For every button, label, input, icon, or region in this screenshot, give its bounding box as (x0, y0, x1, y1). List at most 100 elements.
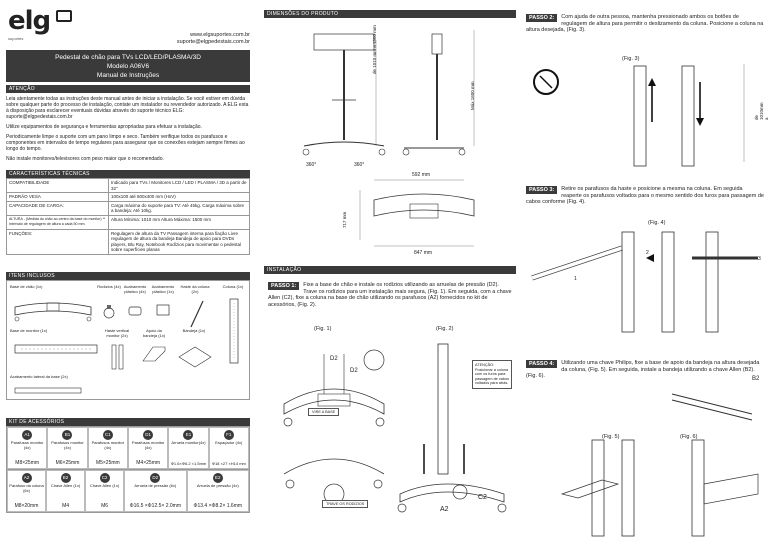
passo2-label: PASSO 2: (526, 14, 558, 22)
acc-size: M8×20mm (14, 503, 39, 509)
acc-size: M6 (101, 503, 109, 509)
item-coluna-label: Coluna (1x) (222, 284, 244, 289)
rotation-label-1: 360° (306, 162, 317, 168)
acc-name: Chave Allen (1x) (50, 483, 81, 488)
contact-info: www.elgsuportes.com.br suporte@elgpedest… (177, 32, 250, 46)
fig6-label: (Fig. 6) (680, 434, 698, 440)
passo1-label: PASSO 1: (268, 282, 300, 290)
spec-value: 100x100 até 600x400 mm (HxV) (108, 192, 250, 202)
acc-name: Arruela de pressão (6x) (134, 483, 177, 488)
passo3-text: Retire os parafusos da haste e posicione… (526, 186, 764, 206)
passo1-drawing (283, 343, 507, 513)
passo2-block: PASSO 2: Com ajuda de outra pessoa, mant… (526, 14, 764, 34)
atencao-p3: Periodicamente limpe o suporte com um pa… (6, 134, 245, 152)
instalacao-header: INSTALAÇÃO (264, 266, 516, 274)
acc-id: D1 (143, 430, 154, 440)
dimensoes-drawing (302, 30, 475, 247)
passo1-block: PASSO 1: Fixe a base de chão e instale o… (268, 282, 514, 308)
acc-size: Φ13.4 ×Φ8.2× 1.6mm (193, 503, 243, 509)
acc-size: Φ18 ×27 ×H14 mm (211, 461, 246, 466)
acc-size: Φ1.6×Φ6.2 ×1.5mm (170, 461, 207, 466)
spec-key: FUNÇÕES: (6, 228, 109, 255)
spec-key: ALTURA - (Medida do chão ao centro da ba… (6, 214, 109, 230)
email-link[interactable]: suporte@elgpedestais.com.br (176, 39, 250, 45)
acc-id: A1 (22, 430, 33, 440)
acc-name: Parafusos monitor (4x) (91, 440, 125, 450)
acab-lateral-drawing (14, 387, 82, 394)
acc-name: Parafuso da coluna (6x) (9, 483, 44, 493)
fig5-label: (Fig. 5) (602, 434, 620, 440)
title-line-1: Pedestal de chão para TVs LCD/LED/PLASMA… (55, 54, 201, 61)
item-base-chao-label: Base de chão (1x) (10, 284, 43, 289)
rodizio-drawing (103, 305, 115, 319)
acc-id: B2 (60, 473, 71, 483)
acc-name: Parafusos monitor (4x) (131, 440, 165, 450)
coluna-drawing (229, 298, 239, 364)
passo3-label: PASSO 3: (526, 186, 558, 194)
passo3-n2: 2 (646, 250, 649, 256)
b2-label: B2 (752, 376, 760, 382)
bandeja-drawing (178, 346, 212, 368)
item-haste-vertical-label: Haste vertical monitor (2x) (104, 328, 130, 338)
dim-depth: 717 mm (342, 211, 347, 228)
spec-row: CAPACIDADE DE CARGA:Carga máxima do supo… (6, 200, 250, 216)
passo4-text: Utilizando uma chave Philips, fixe a bas… (526, 360, 760, 380)
passo2-text: Com ajuda de outra pessoa, mantenha pres… (526, 14, 764, 34)
base-monitor-drawing (14, 344, 98, 354)
passo3-block: PASSO 3: Retire os parafusos da haste e … (526, 186, 764, 206)
d2-label-a: D2 (330, 356, 338, 362)
item-base-monitor-label: Base de monitor (1x) (10, 328, 48, 333)
atencao-section: ATENÇÃO Leia atentamente todas as instru… (6, 85, 250, 166)
acc-id: F1 (223, 430, 234, 440)
atencao-header: ATENÇÃO (6, 85, 250, 93)
acc-name: Parafusos monitor (4x) (51, 440, 84, 450)
dimensoes-header: DIMENSÕES DO PRODUTO (264, 10, 516, 18)
spec-value: Indicado para TVs / Monitores LCD / LED … (108, 178, 250, 193)
spec-value: Altura Mínima: 1010 mm Altura Máxima: 15… (108, 214, 250, 230)
acab1-drawing (128, 306, 142, 316)
a2-label: A2 (440, 506, 449, 513)
website-link[interactable]: www.elgsuportes.com.br (190, 32, 250, 38)
acc-id: B1 (62, 430, 73, 440)
itens-header: ITENS INCLUSOS (6, 272, 250, 280)
passo2-drawing (533, 64, 745, 167)
fig1-label: (Fig. 1) (314, 326, 332, 332)
item-apoio-bandeja-label: Apoio da bandeja (1x) (142, 328, 166, 338)
spec-row: FUNÇÕES:Regulagem de altura da TV Passag… (6, 228, 250, 255)
brand-logo: elg suportes (8, 6, 72, 46)
acc-id: A2 (21, 473, 32, 483)
base-chao-drawing (14, 302, 92, 322)
passo3-drawing (531, 231, 758, 333)
title-line-2: Modelo A06V6 (106, 63, 150, 70)
passo4-drawing (560, 393, 759, 537)
haste-vertical-drawing (111, 344, 124, 370)
item-acab2-label: Acabamento plástico (1x) (151, 284, 175, 294)
atencao-note: ATENÇÃO: Posicionar a coluna com os furo… (472, 360, 512, 389)
acc-id: C2 (99, 473, 110, 483)
acab2-drawing (156, 304, 170, 316)
acc-name: Espaçador (4x) (215, 440, 243, 445)
itens-grid: Base de chão (1x) Rodízios (4x) Acabamen… (6, 280, 250, 400)
spec-key: COMPATIBILIDADE (6, 178, 109, 193)
item-rodizios-label: Rodízios (4x) (97, 284, 121, 289)
d2-label-b: D2 (350, 368, 358, 374)
acc-name: Arruela monitor(4x) (171, 440, 206, 445)
acc-id: E2 (212, 473, 223, 483)
logo-text: elg (8, 6, 51, 36)
passo1-text: Fixe a base de chão e instale os rodízio… (268, 282, 512, 308)
acc-id: C1 (102, 430, 113, 440)
fig2-label: (Fig. 2) (436, 326, 454, 332)
acc-size: Φ16.5 ×Φ12.5× 2.0mm (129, 503, 181, 509)
itens-section: ITENS INCLUSOS Base de chão (1x) Rodízio… (6, 272, 250, 400)
trave-rodizios-label: TRAVE OS RODÍZIOS (322, 500, 369, 508)
